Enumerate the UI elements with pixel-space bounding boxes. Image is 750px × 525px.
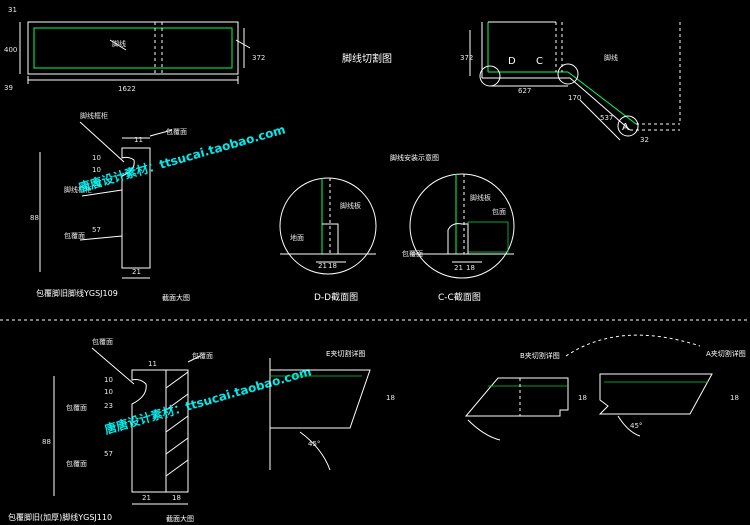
dim-top-372: 372 [252,54,265,62]
label-dd-board: 脚线板 [340,201,361,210]
dim-s2-23: 23 [104,402,113,410]
profile-ygsj109 [39,121,173,279]
label-dd-floor: 地面 [290,233,304,242]
dim-s1-23: 23 [92,180,101,188]
label-bag-face-bottom: 包覆面 [192,351,213,360]
label-bag-face-bottom-3: 包覆面 [66,403,87,412]
e-cut-18: 18 [386,394,395,402]
label-molding-bottom: 包覆面 [92,337,113,346]
dim-cc-21: 21 [454,264,463,272]
dim-s1-88: 88 [30,214,39,222]
dim-s2-88: 88 [42,438,51,446]
dim-s1-21: 21 [132,268,141,276]
dim-tr-32: 32 [640,136,649,144]
dim-s1-10b: 10 [92,166,101,174]
model-name-1: 包覆脚旧脚线YGSJ109 [36,288,118,298]
dim-s2-18: 18 [172,494,181,502]
dim-s1-10a: 10 [92,154,101,162]
b-cut-detail [464,377,569,441]
dim-top-39: 39 [4,84,13,92]
dim-top-31: 31 [8,6,17,14]
e-cut-detail [269,358,371,471]
label-baseboard-small: 脚线 [112,39,126,48]
angled-plan-view [469,21,681,141]
section-big-1: 截面大图 [162,293,190,302]
dim-s2-11: 11 [148,360,157,368]
label-molding: 脚线框柜 [80,111,108,120]
section-dd-label: D-D截面图 [314,291,358,303]
a-cut-18: 18 [730,394,739,402]
label-tr-a: A [622,122,629,133]
dim-s2-21: 21 [142,494,151,502]
label-bag-face-bottom-4: 包覆面 [66,459,87,468]
top-plan-view [19,21,251,84]
label-cc-face: 包面 [492,207,506,216]
dim-cc-18: 18 [466,264,475,272]
dim-top-400: 400 [4,46,17,54]
dim-s2-10a: 10 [104,376,113,384]
dim-tr-170: 170 [568,94,581,102]
a-cut-title: A夹切割详图 [706,349,746,358]
profile-ygsj110 [53,347,201,505]
section-cc [409,173,515,279]
e-cut-angle: 45° [308,440,320,448]
dim-s2-10b: 10 [104,388,113,396]
install-title: 脚线安装示意图 [390,153,439,162]
b-cut-18: 18 [578,394,587,402]
dim-s1-57: 57 [92,226,101,234]
dim-s1-11: 11 [134,136,143,144]
label-tr-d: D [508,56,516,67]
dim-top-width: 1622 [118,85,136,93]
dim-tr-372: 372 [460,54,473,62]
b-cut-title: B夹切割详图 [520,351,560,360]
dim-s2-57: 57 [104,450,113,458]
dim-dd-21: 21 [318,262,327,270]
label-cc-board: 脚线板 [470,193,491,202]
dim-dd-18: 18 [328,262,337,270]
label-bag-face-1: 包覆面 [166,127,187,136]
a-cut-detail [565,334,713,437]
label-bag-face-2: 包覆面 [64,231,85,240]
label-molding-2: 脚线框柜 [64,185,92,194]
section-cc-label: C-C截面图 [438,291,481,303]
label-cc-face-2: 包覆面 [402,249,423,258]
section-big-2: 截面大图 [166,514,194,523]
label-baseboard-tr: 脚线 [604,53,618,62]
a-cut-angle: 45° [630,422,642,430]
e-cut-title: E夹切割详图 [326,349,365,358]
label-tr-c: C [536,56,543,67]
dim-tr-627: 627 [518,87,531,95]
watermark-2: 唐唐设计素材：ttsucai.taobao.com [103,363,313,437]
model-name-2: 包覆脚旧(加厚)脚线YGSJ110 [8,512,112,522]
main-title: 脚线切割图 [342,52,392,65]
section-dd [279,177,377,275]
dim-tr-537: 537 [600,114,613,122]
